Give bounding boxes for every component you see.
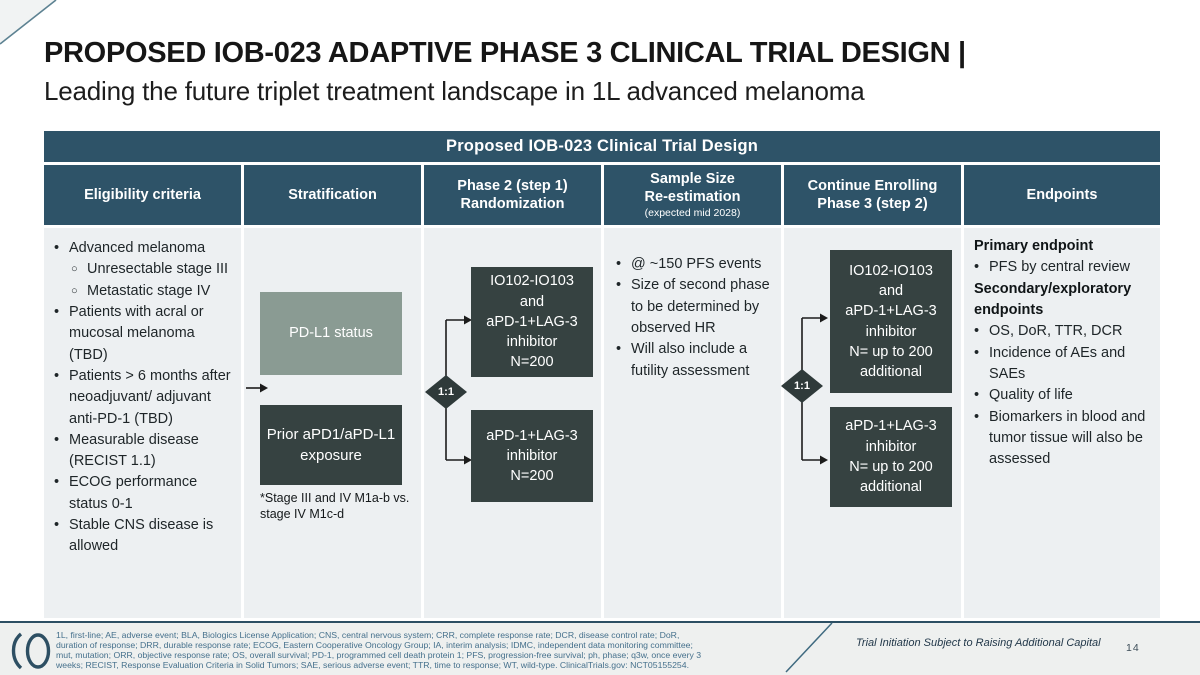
cell-stratification: PD-L1 status Prior aPD1/aPD-L1 exposure … (244, 228, 421, 618)
bullet-icon: • (616, 277, 622, 294)
header-phase2: Phase 2 (step 1) Randomization (424, 165, 601, 225)
primary-endpoint-heading: Primary endpoint (974, 238, 1094, 254)
footer-band (0, 623, 1200, 675)
bullet-icon: • (616, 341, 622, 358)
list-item: • Patients > 6 months after neoadjuvant/ … (54, 366, 233, 430)
randomization-diamond: 1:1 (781, 369, 823, 403)
list-item-text: Metastatic stage IV (87, 282, 211, 299)
footer-slash-decoration (785, 622, 833, 673)
list-item: • Size of second phase to be determined b… (616, 275, 773, 339)
list-item-text: Measurable disease (RECIST 1.1) (69, 431, 199, 470)
bullet-icon: • (974, 387, 980, 404)
secondary-endpoints-heading: Secondary/exploratory endpoints (974, 280, 1132, 318)
abbreviations-footnote: 1L, first-line; AE, adverse event; BLA, … (56, 630, 702, 671)
corner-triangle-decoration (0, 0, 57, 45)
page-title: PROPOSED IOB-023 ADAPTIVE PHASE 3 CLINIC… (44, 37, 966, 69)
table-body-row: • Advanced melanoma ○ Unresectable stage I… (44, 228, 1160, 618)
table-header-row: Eligibility criteria Stratification Phas… (44, 165, 1160, 225)
list-item: • Measurable disease (RECIST 1.1) (54, 430, 233, 473)
list-item: ○ Metastatic stage IV (54, 281, 233, 302)
stratification-box-pdl1: PD-L1 status (260, 292, 402, 375)
bullet-icon: • (974, 408, 980, 425)
title-block: PROPOSED IOB-023 ADAPTIVE PHASE 3 CLINIC… (44, 36, 1164, 107)
bullet-icon: • (54, 367, 60, 384)
bullet-icon: • (974, 259, 980, 276)
bullet-icon: • (54, 240, 60, 256)
bullet-icon: • (616, 256, 622, 272)
cell-phase3-enrolling: 1:1 IO102-IO103 and aPD-1+LAG-3 inhibito… (781, 228, 961, 618)
circle-bullet-icon: ○ (71, 284, 78, 297)
list-item: • Will also include a futility assessment (616, 339, 773, 382)
list-item-text: Advanced melanoma (69, 240, 206, 256)
bullet-icon: • (54, 517, 60, 534)
cell-phase2-randomization: 1:1 IO102-IO103 and aPD-1+LAG-3 inhibito… (424, 228, 601, 618)
list-item-text: Stable CNS disease is allowed (69, 517, 214, 555)
bullet-icon: • (54, 303, 60, 320)
list-item-text: Unresectable stage III (87, 261, 229, 278)
stratification-box-prior-exposure: Prior aPD1/aPD-L1 exposure (260, 405, 402, 485)
list-item-text: @ ~150 PFS events (631, 256, 762, 272)
bullet-icon: • (54, 431, 60, 448)
list-item-text: Quality of life (989, 387, 1073, 404)
list-item: • @ ~150 PFS events (616, 254, 773, 275)
list-item: • Biomarkers in blood and tumor tissue wi… (974, 407, 1150, 471)
ratio-label: 1:1 (438, 386, 454, 398)
trial-design-table: Proposed IOB-023 Clinical Trial Design E… (44, 131, 1160, 618)
list-item: ○ Unresectable stage III (54, 259, 233, 280)
ratio-label: 1:1 (794, 380, 810, 392)
list-item-text: PFS by central review (989, 259, 1131, 276)
list-item-text: Biomarkers in blood and tumor tissue wil… (989, 408, 1146, 468)
page-number: 14 (1126, 642, 1140, 654)
circle-bullet-icon: ○ (71, 263, 78, 276)
sample-size-list: • @ ~150 PFS events • Size of second phase… (604, 228, 781, 382)
list-item-text: Will also include a futility assessment (631, 341, 750, 379)
io-biotech-logo (11, 632, 51, 670)
list-item-text: OS, DoR, TTR, DCR (989, 323, 1123, 340)
header-stratification: Stratification (244, 165, 421, 225)
list-item: • Incidence of AEs and SAEs (974, 343, 1150, 386)
footer-disclaimer: Trial Initiation Subject to Raising Addi… (856, 637, 1101, 649)
phase3-arm1-box: IO102-IO103 and aPD-1+LAG-3 inhibitor N=… (830, 250, 952, 393)
list-item: • OS, DoR, TTR, DCR (974, 321, 1150, 342)
cell-sample-size: • @ ~150 PFS events • Size of second phase… (604, 228, 781, 618)
list-item: • Quality of life (974, 385, 1150, 406)
header-sample-size-main: Sample Size Re-estimation (644, 170, 741, 205)
list-item-text: ECOG performance status 0-1 (69, 474, 198, 512)
list-item: • PFS by central review (974, 257, 1150, 278)
list-item: • Patients with acral or mucosal melanoma… (54, 302, 233, 366)
page-subtitle: Leading the future triplet treatment lan… (44, 75, 865, 106)
endpoints-list: Primary endpoint •PFS by central review … (964, 228, 1160, 470)
phase2-arm1-box: IO102-IO103 and aPD-1+LAG-3 inhibitor N=… (471, 267, 593, 377)
randomization-diamond: 1:1 (425, 375, 467, 409)
list-item: • Advanced melanoma (54, 238, 233, 259)
stratification-footnote: *Stage III and IV M1a-b vs. stage IV M1c… (260, 491, 410, 521)
list-item-text: Size of second phase to be determined by… (631, 277, 770, 336)
eligibility-list: • Advanced melanoma ○ Unresectable stage I… (44, 228, 241, 558)
list-item-text: Patients > 6 months after neoadjuvant/ a… (69, 367, 231, 427)
header-endpoints: Endpoints (964, 165, 1160, 225)
phase2-arm2-box: aPD-1+LAG-3 inhibitor N=200 (471, 410, 593, 502)
table-title: Proposed IOB-023 Clinical Trial Design (44, 131, 1160, 162)
cell-eligibility: • Advanced melanoma ○ Unresectable stage I… (44, 228, 241, 618)
bullet-icon: • (54, 474, 60, 491)
phase3-arm2-box: aPD-1+LAG-3 inhibitor N= up to 200 addit… (830, 407, 952, 507)
header-phase3: Continue Enrolling Phase 3 (step 2) (784, 165, 961, 225)
cell-endpoints: Primary endpoint •PFS by central review … (964, 228, 1160, 618)
list-item-text: Patients with acral or mucosal melanoma … (69, 303, 204, 363)
header-sample-size: Sample Size Re-estimation (expected mid … (604, 165, 781, 225)
list-item: • Stable CNS disease is allowed (54, 515, 233, 558)
list-item: • ECOG performance status 0-1 (54, 472, 233, 515)
bullet-icon: • (974, 323, 980, 340)
list-item-text: Incidence of AEs and SAEs (989, 344, 1126, 382)
bullet-icon: • (974, 344, 980, 361)
footer-divider-line (0, 621, 1200, 623)
header-sample-size-sub: (expected mid 2028) (644, 207, 741, 220)
header-eligibility: Eligibility criteria (44, 165, 241, 225)
